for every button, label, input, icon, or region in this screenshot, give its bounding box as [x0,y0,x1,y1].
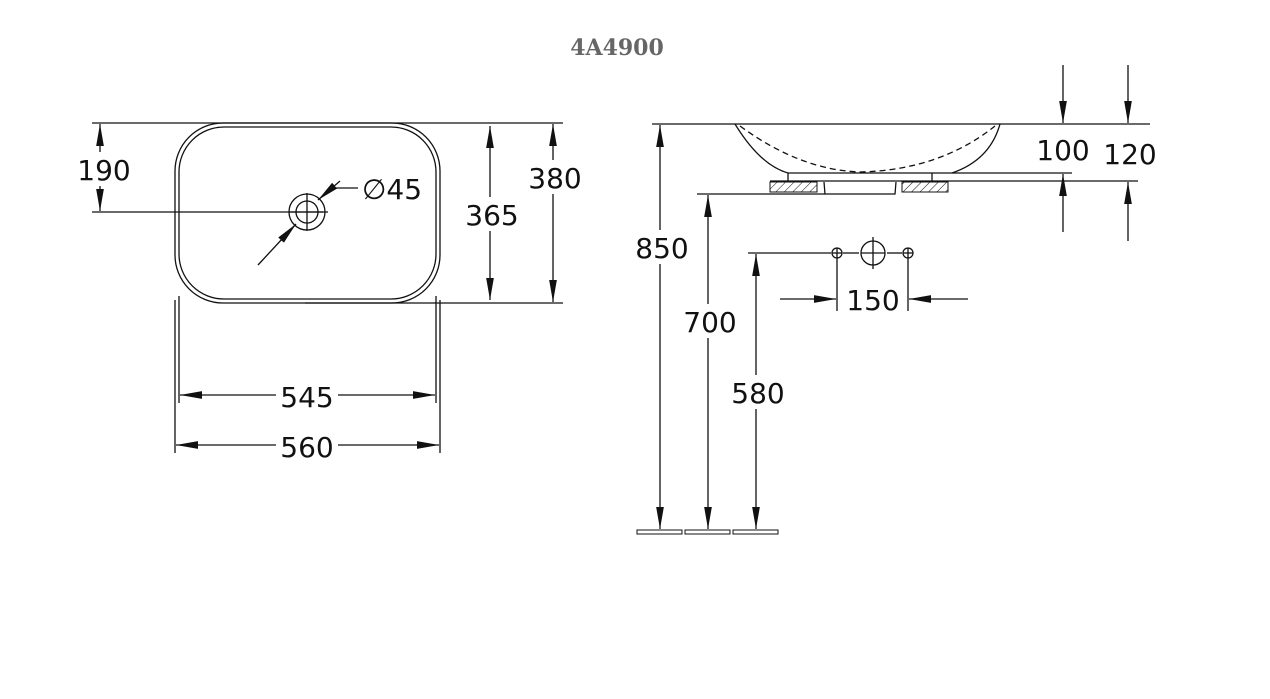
model-number: 4A4900 [570,35,664,61]
floor-line [636,529,779,535]
dim-tap-spacing: 150 [846,284,899,317]
dim-inner-width: 545 [280,381,333,414]
dim-outer-width: 560 [280,431,333,464]
side-view: 850 700 580 150 100 [633,65,1157,535]
dim-overall-height: 120 [1103,138,1156,171]
top-view: ∅45 190 365 380 545 560 [77,122,583,464]
dim-total-height: 850 [635,232,688,265]
countertop-right [901,181,949,193]
dim-outer-depth: 380 [528,162,581,195]
dim-counter-height: 700 [683,306,736,339]
basin-inner-profile [739,125,996,173]
dim-drain-offset: 190 [77,154,130,187]
dim-inner-depth: 365 [465,199,518,232]
basin-profile [734,123,1001,174]
countertop-left [769,181,818,193]
dim-drain-diameter: ∅45 [362,173,422,206]
drain-icon [288,193,328,231]
dim-supply-height: 580 [731,377,784,410]
dim-basin-height: 100 [1036,134,1089,167]
basin-inner-outline [178,126,437,300]
tap-hole-center-icon [860,237,886,269]
